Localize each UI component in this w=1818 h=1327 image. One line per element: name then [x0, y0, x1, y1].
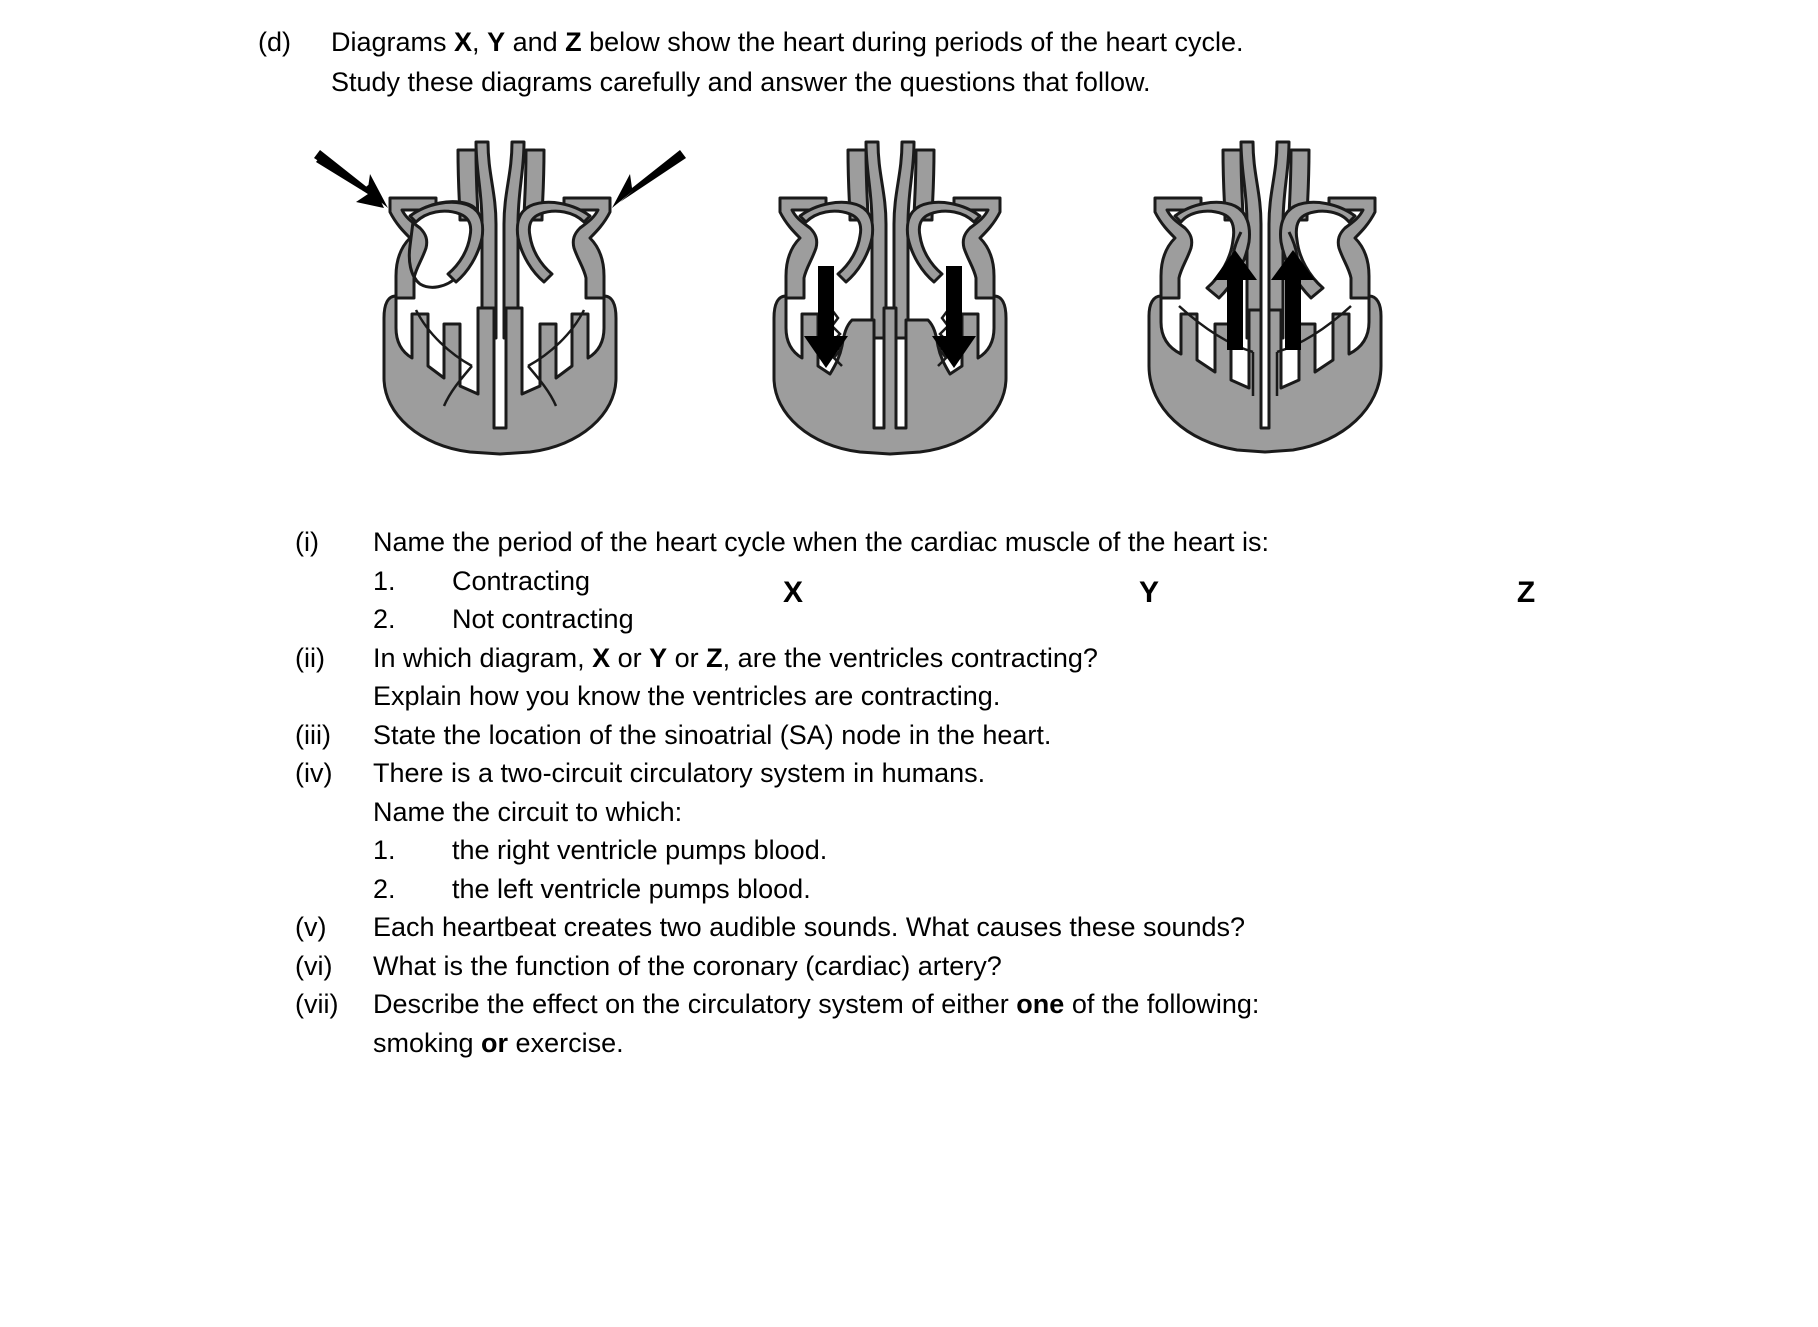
emphasis-text: or	[481, 1027, 509, 1058]
question-iv-sub-2: 2. the left ventricle pumps blood.	[373, 870, 1595, 909]
intro-first-line: (d) Diagrams X, Y and Z below show the h…	[258, 22, 1558, 62]
question-item-vii: (vii) Describe the effect on the circula…	[295, 985, 1595, 1024]
question-marker-v: (v)	[295, 912, 327, 942]
intro-sentence-2: Study these diagrams carefully and answe…	[331, 67, 1151, 97]
sub-marker-i-2: 2.	[373, 604, 396, 634]
diagram-ref-y: Y	[487, 27, 506, 57]
emphasis-text: one	[1016, 989, 1065, 1019]
arrow-down-left-icon	[804, 266, 848, 368]
intro-text-pre: Diagrams	[331, 27, 455, 57]
question-item-v: (v) Each heartbeat creates two audible s…	[295, 908, 1595, 947]
question-vii-continuation: smoking or exercise.	[373, 1024, 1595, 1063]
question-marker-ii: (ii)	[295, 642, 325, 673]
plain-text: , are the ventricles contracting?	[722, 642, 1098, 673]
question-iv-sub-1: 1. the right ventricle pumps blood.	[373, 831, 1595, 870]
diagram-ref-z: Z	[565, 27, 582, 57]
question-marker-d: (d)	[258, 27, 291, 57]
emphasis-text: Y	[649, 642, 668, 673]
question-item-iii: (iii) State the location of the sinoatri…	[295, 716, 1595, 755]
sub-text-i-2: Not contracting	[452, 604, 634, 634]
intro-sentence-1: Diagrams X, Y and Z below show the heart…	[331, 22, 1244, 62]
arrow-up-left-icon	[1213, 250, 1257, 350]
question-marker-i: (i)	[295, 527, 319, 557]
arrow-right-inward-icon	[612, 150, 686, 208]
heart-label-z: Z	[1516, 576, 1536, 609]
question-marker-vii: (vii)	[295, 989, 339, 1019]
question-ii-continuation: Explain how you know the ventricles are …	[373, 681, 1001, 711]
question-text-ii: In which diagram, X or Y or Z, are the v…	[373, 639, 1098, 678]
plain-text: exercise.	[508, 1027, 624, 1058]
question-text-iii: State the location of the sinoatrial (SA…	[373, 719, 1052, 750]
question-text-vi: What is the function of the coronary (ca…	[373, 950, 1002, 981]
plain-text: Describe the effect on the circulatory s…	[373, 989, 1017, 1019]
plain-text: smoking	[373, 1027, 482, 1058]
question-text-v: Each heartbeat creates two audible sound…	[373, 912, 1246, 942]
heart-diagram-z	[1075, 128, 1455, 468]
intro-text-post: below show the heart during periods of t…	[581, 27, 1244, 57]
heart-diagram-y	[700, 128, 1080, 468]
question-marker-iv: (iv)	[295, 758, 333, 788]
plain-text: or	[667, 642, 707, 673]
questions-list: (i) Name the period of the heart cycle w…	[295, 523, 1595, 1062]
heart-body-y	[772, 140, 1008, 456]
heart-label-x: X	[782, 576, 803, 609]
question-marker-vi: (vi)	[295, 950, 333, 981]
intro-text-mid1: ,	[472, 27, 488, 57]
plain-text: In which diagram,	[373, 642, 593, 673]
question-intro: (d) Diagrams X, Y and Z below show the h…	[258, 22, 1558, 102]
question-item-iv: (iv) There is a two-circuit circulatory …	[295, 754, 1595, 793]
sub-marker-i-1: 1.	[373, 565, 396, 596]
heart-body-x	[382, 140, 618, 456]
question-marker-iii: (iii)	[295, 719, 331, 750]
sub-text-iv-1: the right ventricle pumps blood.	[452, 835, 828, 865]
question-i-sub-1: 1. Contracting	[373, 562, 1595, 601]
intro-text-mid2: and	[505, 27, 566, 57]
sub-marker-iv-2: 2.	[373, 873, 396, 904]
sub-marker-iv-1: 1.	[373, 835, 396, 865]
arrow-down-right-icon	[932, 266, 976, 368]
sub-text-i-1: Contracting	[452, 565, 591, 596]
question-text-iv: There is a two-circuit circulatory syste…	[373, 758, 986, 788]
heart-diagram-group: X Y Z	[300, 128, 1535, 609]
plain-text: of the following:	[1064, 989, 1260, 1019]
diagram-ref-x: X	[454, 27, 473, 57]
question-item-i: (i) Name the period of the heart cycle w…	[295, 523, 1595, 562]
heart-body-z	[1147, 140, 1383, 454]
question-item-ii: (ii) In which diagram, X or Y or Z, are …	[295, 639, 1595, 678]
question-item-vi: (vi) What is the function of the coronar…	[295, 947, 1595, 986]
heart-diagram-x	[310, 128, 690, 468]
emphasis-text: X	[592, 642, 611, 673]
heart-label-y: Y	[1138, 576, 1159, 609]
arrow-up-right-icon	[1271, 250, 1315, 350]
question-i-sub-2: 2. Not contracting	[373, 600, 1595, 639]
sub-text-iv-2: the left ventricle pumps blood.	[452, 873, 811, 904]
question-iv-continuation: Name the circuit to which:	[373, 796, 683, 827]
question-text-vii: Describe the effect on the circulatory s…	[373, 985, 1259, 1024]
plain-text: or	[610, 642, 650, 673]
emphasis-text: Z	[706, 642, 723, 673]
question-text-i: Name the period of the heart cycle when …	[373, 527, 1269, 557]
arrow-left-inward-icon	[314, 150, 388, 208]
